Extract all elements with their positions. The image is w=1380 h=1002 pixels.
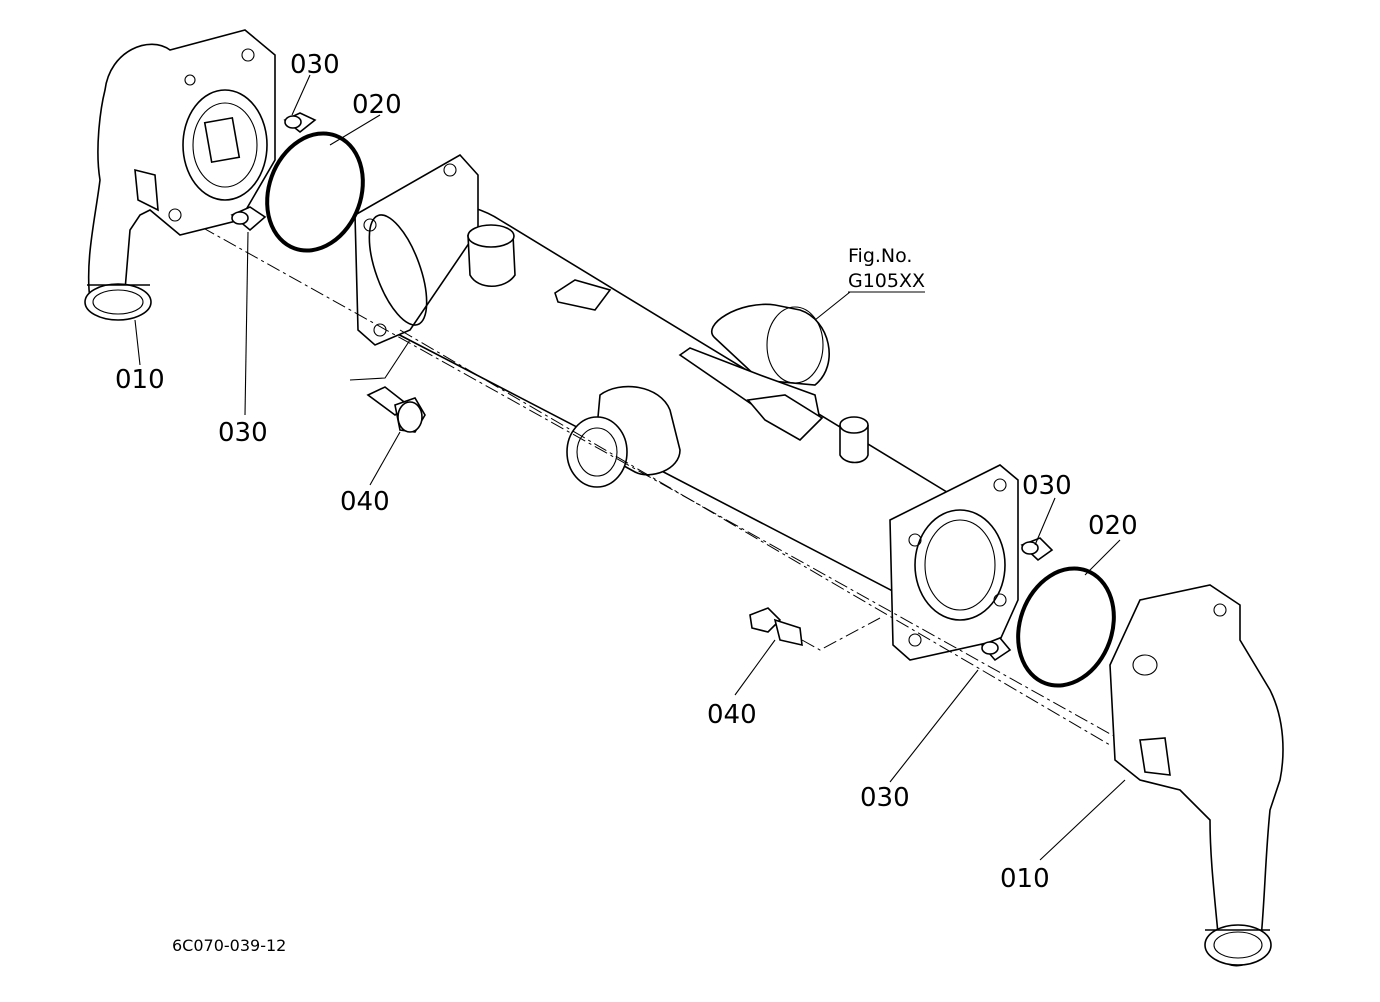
elbow-right [1109,584,1284,967]
plug-left-leader [349,339,411,381]
callout-010-left: 010 [115,365,165,395]
centerline [179,214,1131,746]
plug-left [366,386,426,433]
centerline-lower [399,329,1111,746]
callout-020-left: 020 [352,90,402,120]
callout-030-left-top: 030 [290,50,340,80]
callout-010-right: 010 [1000,864,1050,894]
callout-040-right: 040 [707,700,757,730]
bolt-right-leader [801,617,881,651]
pin-right-top [1020,537,1054,562]
leader-lines [134,74,1126,861]
pin-right-bottom [980,637,1012,662]
oring-right [1016,566,1116,688]
callout-030-right-top: 030 [1022,471,1072,501]
pin-left-bottom [230,206,267,232]
oring-left [265,131,365,253]
callout-030-right-bottom: 030 [860,783,910,813]
main-housing [354,153,1019,661]
callout-040-left: 040 [340,487,390,517]
bolt-right [749,607,803,647]
fig-ref-number: G105XX [848,270,925,292]
callout-030-left-bottom: 030 [218,418,268,448]
elbow-left [84,29,276,321]
callout-020-right: 020 [1088,511,1138,541]
fig-ref-label: Fig.No. [848,245,912,267]
pin-left-top [283,112,317,134]
drawing-code: 6C070-039-12 [172,936,286,955]
